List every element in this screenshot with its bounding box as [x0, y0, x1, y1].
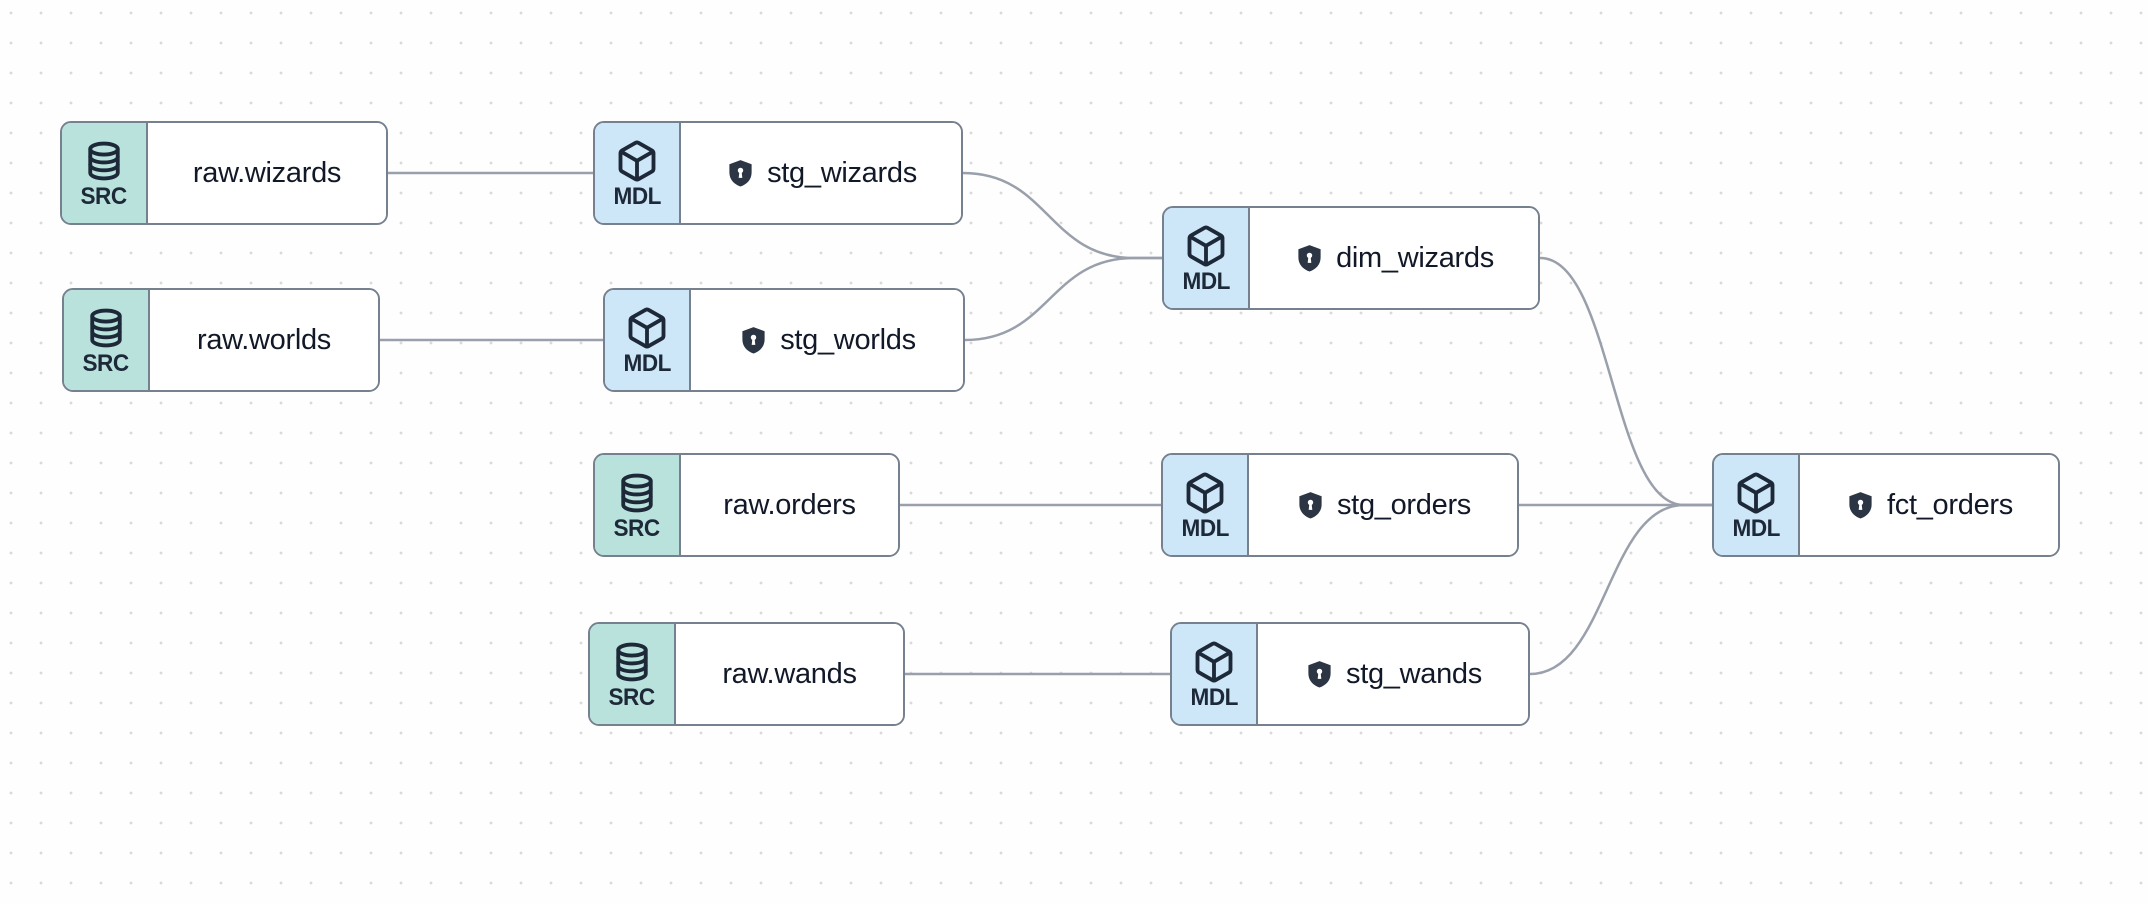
node-kind-panel: MDL	[1714, 455, 1800, 555]
node-body: dim_wizards	[1250, 208, 1538, 308]
node-stg_worlds[interactable]: MDL stg_worlds	[603, 288, 965, 392]
node-raw_orders[interactable]: SRC raw.orders	[593, 453, 900, 557]
database-icon	[616, 642, 648, 682]
node-label: raw.orders	[723, 488, 856, 521]
node-label: stg_wands	[1346, 657, 1482, 690]
node-raw_worlds[interactable]: SRC raw.worlds	[62, 288, 380, 392]
node-kind-panel: SRC	[62, 123, 148, 223]
cube-icon	[1737, 472, 1775, 514]
node-raw_wizards[interactable]: SRC raw.wizards	[60, 121, 388, 225]
shield-icon	[742, 326, 765, 354]
node-kind-label: SRC	[80, 183, 128, 211]
node-label: raw.worlds	[197, 323, 331, 356]
shield-icon	[1298, 244, 1321, 272]
node-kind-label: MDL	[1732, 515, 1780, 543]
node-kind-panel: SRC	[590, 624, 676, 724]
database-icon	[621, 473, 653, 513]
cube-icon	[628, 307, 666, 349]
node-kind-label: MDL	[1181, 515, 1229, 543]
node-label: raw.wizards	[192, 156, 342, 189]
cube-icon	[1186, 472, 1224, 514]
shield-icon	[729, 159, 752, 187]
node-body: fct_orders	[1800, 455, 2058, 555]
node-kind-label: MDL	[623, 350, 671, 378]
node-body: stg_wands	[1258, 624, 1528, 724]
node-kind-panel: SRC	[595, 455, 681, 555]
node-kind-label: MDL	[1182, 268, 1230, 296]
node-kind-panel: MDL	[595, 123, 681, 223]
database-icon	[88, 141, 120, 181]
node-kind-label: SRC	[608, 684, 656, 712]
edge-dim_wizards-fct_orders	[1539, 256, 1712, 507]
cube-icon	[1195, 641, 1233, 683]
shield-icon	[1299, 491, 1322, 519]
node-fct_orders[interactable]: MDL fct_orders	[1712, 453, 2060, 557]
shield-icon	[1849, 491, 1872, 519]
node-body: stg_wizards	[681, 123, 961, 223]
node-label: raw.wands	[722, 657, 857, 690]
node-kind-panel: SRC	[64, 290, 150, 390]
node-kind-panel: MDL	[605, 290, 691, 390]
node-kind-label: MDL	[613, 183, 661, 211]
node-kind-label: MDL	[1190, 684, 1238, 712]
edge-stg_worlds-dim_wizards	[964, 256, 1162, 342]
node-raw_wands[interactable]: SRC raw.wands	[588, 622, 905, 726]
database-icon	[90, 308, 122, 348]
edge-stg_wizards-dim_wizards	[962, 171, 1162, 260]
node-stg_wizards[interactable]: MDL stg_wizards	[593, 121, 963, 225]
node-label: stg_orders	[1336, 488, 1471, 521]
cube-icon	[1187, 225, 1225, 267]
edge-stg_wands-fct_orders	[1529, 503, 1712, 676]
node-kind-panel: MDL	[1172, 624, 1258, 724]
node-body: stg_orders	[1249, 455, 1517, 555]
node-kind-panel: MDL	[1163, 455, 1249, 555]
node-stg_wands[interactable]: MDL stg_wands	[1170, 622, 1530, 726]
shield-icon	[1308, 660, 1331, 688]
node-label: stg_wizards	[767, 156, 917, 189]
cube-icon	[618, 140, 656, 182]
node-body: stg_worlds	[691, 290, 963, 390]
node-label: fct_orders	[1887, 488, 2013, 521]
node-kind-label: SRC	[613, 515, 661, 543]
node-label: stg_worlds	[780, 323, 916, 356]
node-body: raw.orders	[681, 455, 898, 555]
node-body: raw.worlds	[150, 290, 378, 390]
node-dim_wizards[interactable]: MDL dim_wizards	[1162, 206, 1540, 310]
node-body: raw.wands	[676, 624, 903, 724]
node-body: raw.wizards	[148, 123, 386, 223]
node-label: dim_wizards	[1336, 241, 1494, 274]
node-stg_orders[interactable]: MDL stg_orders	[1161, 453, 1519, 557]
node-kind-label: SRC	[82, 350, 130, 378]
node-kind-panel: MDL	[1164, 208, 1250, 308]
